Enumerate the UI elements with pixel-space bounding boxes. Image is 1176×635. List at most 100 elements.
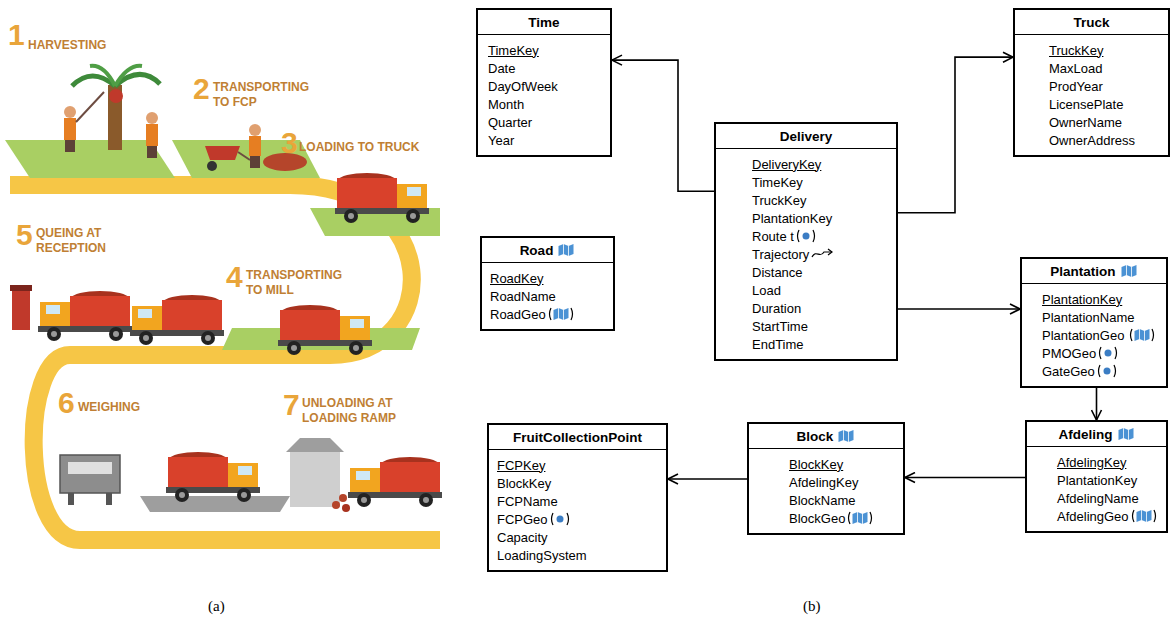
attribute-row: PlantationKey	[1042, 290, 1158, 308]
entity-table: BlockBlockKeyAfdelingKeyBlockNameBlockGe…	[747, 422, 905, 535]
paren-mark	[1114, 365, 1116, 377]
attribute-row: Year	[488, 131, 602, 149]
paren-mark	[567, 513, 569, 525]
point-symbol	[795, 229, 817, 243]
attribute-name: LoadingSystem	[497, 548, 587, 563]
attribute-name: ProdYear	[1049, 79, 1103, 94]
paren-mark	[1098, 365, 1100, 377]
attribute-name: Capacity	[497, 530, 548, 545]
booth-roof	[10, 285, 32, 291]
attribute-name: PlantationKey	[752, 211, 832, 226]
attribute-name: Trajectory	[752, 247, 809, 262]
weighbridge	[140, 496, 290, 512]
attribute-row: Duration	[752, 299, 888, 317]
map-fold	[848, 432, 849, 442]
point-dot	[1103, 368, 1110, 375]
attribute-row: PlantationName	[1042, 308, 1158, 326]
callout-number: 3	[281, 128, 298, 158]
entity-name: Delivery	[780, 129, 833, 144]
point-symbol	[549, 512, 571, 526]
pmap-symbol	[1130, 509, 1158, 523]
attribute-row: BlockKey	[789, 455, 895, 473]
attribute-name: MaxLoad	[1049, 61, 1102, 76]
attribute-row: Date	[488, 59, 602, 77]
worker-head	[146, 112, 158, 124]
entity-name: FruitCollectionPoint	[513, 430, 642, 445]
attribute-name: GateGeo	[1042, 364, 1095, 379]
palm-frond	[90, 66, 115, 86]
attribute-name: Date	[488, 61, 515, 76]
weighing-scene	[60, 452, 290, 512]
attribute-list: DeliveryKeyTimeKeyTruckKeyPlantationKeyR…	[716, 149, 896, 359]
scale-display	[60, 455, 120, 493]
entity-header: Block	[749, 424, 903, 449]
pmap-symbol	[846, 511, 874, 525]
attribute-row: AfdelingGeo	[1057, 507, 1158, 525]
key-attribute: PlantationKey	[1042, 292, 1122, 307]
ground-patch	[172, 140, 320, 178]
pmap-symbol	[1128, 328, 1156, 342]
relationship-arrow	[898, 57, 1013, 213]
map-icon	[1135, 329, 1150, 341]
attribute-row: DayOfWeek	[488, 77, 602, 95]
entity-name: Time	[528, 15, 559, 30]
harvest-pole	[76, 92, 104, 122]
attribute-row: Load	[752, 281, 888, 299]
paren-mark	[797, 230, 799, 242]
paren-mark	[870, 512, 872, 524]
attribute-row: OwnerName	[1049, 113, 1160, 131]
attribute-list: TimeKeyDateDayOfWeekMonthQuarterYear	[478, 35, 610, 155]
callout-number: 5	[16, 220, 33, 250]
entity-header: Road	[482, 238, 613, 263]
attribute-row: OwnerAddress	[1049, 131, 1160, 149]
attribute-name: PlantationKey	[1057, 473, 1137, 488]
step-label: UNLOADING AT LOADING RAMP	[302, 396, 416, 426]
attribute-row: Capacity	[497, 528, 658, 546]
attribute-row: TimeKey	[488, 41, 602, 59]
attribute-list: BlockKeyAfdelingKeyBlockNameBlockGeo	[749, 449, 903, 533]
attribute-name: OwnerAddress	[1049, 133, 1135, 148]
map-fold	[1131, 267, 1132, 277]
attribute-row: PMOGeo	[1042, 344, 1158, 362]
attribute-name: TruckKey	[752, 193, 806, 208]
map-fold	[1141, 510, 1142, 520]
truck-illustration	[130, 295, 224, 345]
attribute-name: StartTime	[752, 319, 808, 334]
map-icon	[839, 430, 854, 442]
attribute-row: Month	[488, 95, 602, 113]
panel-caption: (b)	[803, 598, 821, 615]
attribute-name: AfdelingGeo	[1057, 509, 1129, 524]
key-attribute: BlockKey	[789, 457, 843, 472]
attribute-row: GateGeo	[1042, 362, 1158, 380]
paren-mark	[571, 308, 573, 320]
attribute-name: Duration	[752, 301, 801, 316]
map-fold	[563, 310, 564, 320]
entity-table: FruitCollectionPointFCPKeyBlockKeyFCPNam…	[487, 423, 668, 572]
map-fold	[1146, 512, 1147, 522]
attribute-name: EndTime	[752, 337, 804, 352]
point-dot	[556, 516, 563, 523]
panel-caption: (a)	[208, 598, 225, 615]
attribute-row: AfdelingName	[1057, 489, 1158, 507]
key-attribute: TimeKey	[488, 43, 539, 58]
mill-road-scene	[222, 305, 420, 355]
truck-illustration	[335, 173, 429, 223]
map-icon	[559, 244, 574, 256]
reception-booth	[12, 290, 30, 330]
paren-mark	[549, 308, 551, 320]
map-symbol	[1120, 264, 1138, 278]
attribute-row: Trajectory	[752, 245, 888, 263]
attribute-name: PlantationName	[1042, 310, 1135, 325]
step-label: TRANSPORTING TO MILL	[246, 268, 351, 298]
attribute-row: EndTime	[752, 335, 888, 353]
attribute-row: StartTime	[752, 317, 888, 335]
entity-table: DeliveryDeliveryKeyTimeKeyTruckKeyPlanta…	[714, 122, 898, 361]
attribute-row: RoadKey	[490, 269, 605, 287]
palm-trunk	[108, 85, 122, 150]
key-attribute: TruckKey	[1049, 43, 1103, 58]
harvesting-scene	[5, 66, 175, 178]
attribute-name: PlantationGeo	[1042, 328, 1124, 343]
entity-table: TimeTimeKeyDateDayOfWeekMonthQuarterYear	[476, 8, 612, 157]
map-icon	[1136, 510, 1151, 522]
